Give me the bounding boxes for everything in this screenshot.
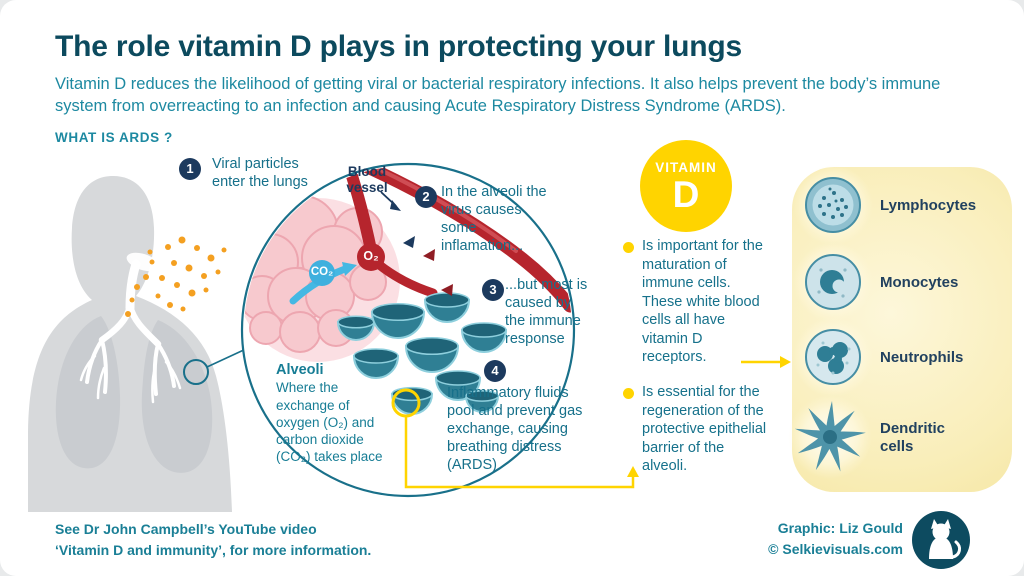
left-lung <box>55 316 121 469</box>
step-2-text: In the alveoli the virus causes some inf… <box>441 184 547 254</box>
viral-particles <box>125 236 227 317</box>
immune-response-arrow-icon <box>441 284 453 296</box>
page-title: The role vitamin D plays in protecting y… <box>55 30 742 63</box>
step-1-badge: 1 <box>179 158 201 180</box>
credit-line1: Graphic: Liz Gould <box>777 520 903 536</box>
human-silhouette <box>28 176 232 512</box>
cell-label-dendritic: Dendritic cells <box>880 420 946 455</box>
step-1-text: Viral particles enter the lungs <box>212 156 308 190</box>
alveoli-label: Alveoli Where the exchange of oxygen (O₂… <box>276 361 390 465</box>
cell-label-lymphocytes: Lymphocytes <box>880 197 977 214</box>
vitamin-bullet-2: Is essential for the regeneration of the… <box>642 384 767 475</box>
step-3-badge: 3 <box>482 279 504 301</box>
cell-label-monocytes: Monocytes <box>880 274 959 291</box>
receptor-arrowhead-icon <box>780 356 791 368</box>
bronchial-tree-icon <box>79 259 182 404</box>
vitamin-bullet-1: Is important for the maturation of immun… <box>642 238 763 366</box>
vitamin-d-badge-letter: D <box>672 173 700 215</box>
cell-label-neutrophils: Neutrophils <box>880 349 964 366</box>
blood-vessel-label: Blood vessel <box>346 164 388 195</box>
selkie-logo <box>912 511 970 569</box>
connector-arrowhead-icon <box>627 466 639 477</box>
step-2-badge: 2 <box>415 186 437 208</box>
credit-line2: © Selkievisuals.com <box>768 541 903 557</box>
magnifier-link-line <box>206 347 249 368</box>
alveoli-desc: Where the exchange of oxygen (O₂) and ca… <box>276 380 383 464</box>
credits: Graphic: Liz Gould © Selkievisuals.com <box>700 518 903 560</box>
page-subtitle: Vitamin D reduces the likelihood of gett… <box>55 75 941 115</box>
right-lung <box>141 320 213 473</box>
step-4-text: Inflammatory fluids pool and prevent gas… <box>447 385 583 473</box>
section-label: WHAT IS ARDS ? <box>55 130 173 145</box>
co2-label: CO₂ <box>310 266 334 278</box>
cat-logo-icon <box>912 511 970 569</box>
magnifier-source-circle <box>183 359 209 385</box>
footer-note: See Dr John Campbell’s YouTube video ‘Vi… <box>55 521 372 558</box>
vitamin-d-badge-word: VITAMIN <box>655 159 717 175</box>
step-4-badge: 4 <box>484 360 506 382</box>
pink-backdrop <box>244 198 400 362</box>
highlight-ring <box>391 388 421 418</box>
inflammation-arrow-icon <box>403 236 415 248</box>
alveoli-title: Alveoli <box>276 362 324 378</box>
blood-vessel-arrow-icon <box>390 200 401 211</box>
o2-label: O₂ <box>363 249 379 263</box>
vessel-branch-arrow-icon <box>423 249 435 261</box>
step-3-text: ...but most is caused by the immune resp… <box>505 277 588 347</box>
bullet-dot-2 <box>623 388 634 399</box>
bullet-dot-1 <box>623 242 634 253</box>
vitamin-d-badge: VITAMIN D <box>640 140 732 232</box>
